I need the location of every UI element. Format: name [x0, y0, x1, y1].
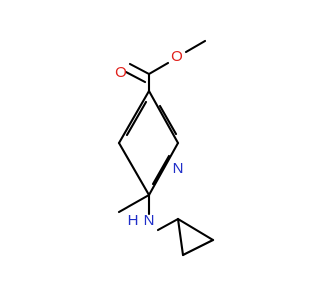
carbonyl-oxygen-label: O — [115, 64, 127, 81]
amine-hydrogen-label: H — [128, 212, 139, 229]
ring-nitrogen-label: N — [173, 160, 184, 177]
ester-oxygen-label: O — [171, 48, 183, 65]
bond-cyclopropyl-3 — [176, 217, 185, 257]
bond-ring-c6-n1 — [147, 89, 180, 145]
molecule-canvas: O O N N H — [115, 39, 215, 257]
molecule-structure-diagram: O O N N H — [115, 39, 215, 257]
bond-cyclopropyl-2 — [181, 238, 215, 257]
bond-ring-c4-c5 — [117, 141, 151, 197]
bond-cyclopropyl-1 — [176, 217, 215, 242]
bond-carbonyl-carbon-to-o-double — [124, 70, 147, 84]
aromatic-double-bond-1 — [125, 100, 148, 137]
bond-carbonyl-carbon-to-ester-o — [147, 61, 170, 76]
bond-amine-n-to-cyclopropyl — [156, 217, 180, 232]
bond-ring-c3-c4 — [117, 89, 151, 145]
bond-ester-o-to-methyl — [184, 39, 207, 54]
bond-carbonyl-carbon-to-o — [128, 62, 151, 76]
aromatic-double-bond-3 — [158, 104, 178, 136]
aromatic-double-bond-2 — [151, 154, 171, 186]
amine-nitrogen-label: N — [144, 212, 155, 229]
bond-ring-c5-c6 — [147, 141, 180, 197]
bond-ring-to-methyl — [117, 193, 151, 214]
